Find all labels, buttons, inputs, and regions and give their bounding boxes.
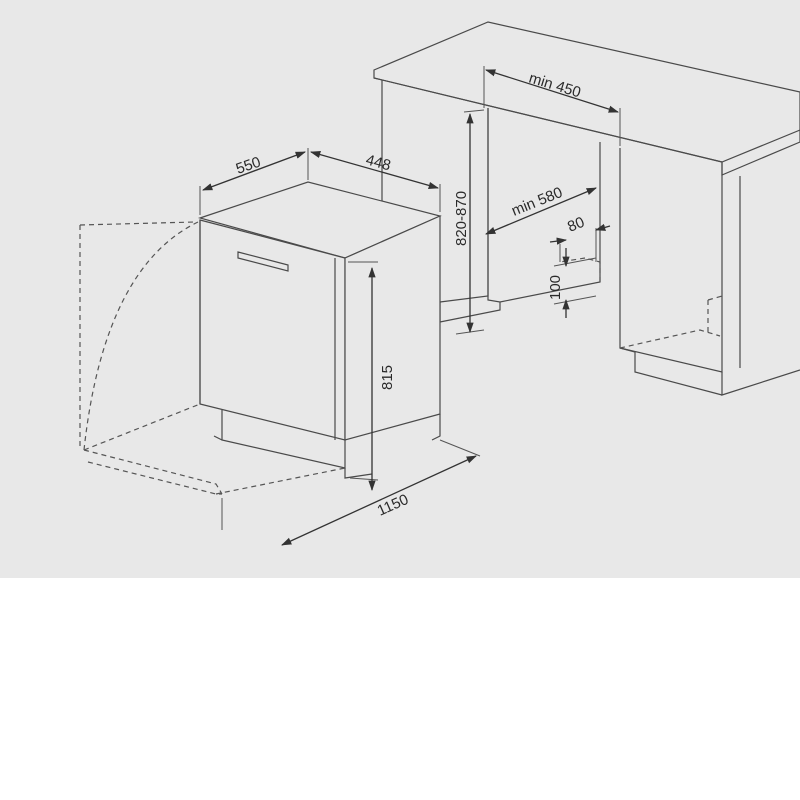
label-height: 815 [379,365,396,390]
label-plinth-depth: 80 [565,214,587,236]
dim-niche-depth [485,187,597,235]
dim-width-448 [309,151,441,212]
dim-door-open-1150 [221,439,481,546]
label-niche-depth: min 580 [509,184,565,220]
label-niche-height: 820-870 [453,191,470,246]
dim-niche-height [455,109,485,335]
diagram-drawing: 550 448 815 1150 820-870 min 450 min 580… [79,21,800,546]
label-plinth-height: 100 [547,275,564,300]
dishwasher [197,181,442,479]
dim-depth-550 [199,148,309,215]
open-door-outline [79,221,346,495]
label-door-open: 1150 [375,491,411,520]
dim-plinth-depth [549,223,611,262]
dim-plinth-height [553,248,597,318]
label-depth: 550 [234,154,263,178]
dim-niche-width [483,66,621,146]
label-width: 448 [364,151,393,174]
